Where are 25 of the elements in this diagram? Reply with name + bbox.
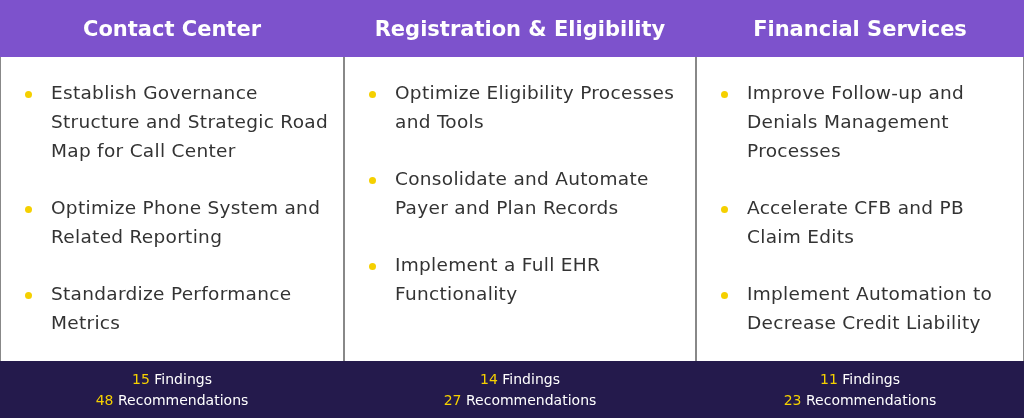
list-item-text: Optimize Phone System and Related Reporting [51, 196, 322, 249]
column-panel [344, 57, 696, 361]
list-item-text: Implement a Full EHR Functionality [395, 253, 602, 306]
column-panel [696, 57, 1024, 361]
list-item-text: Optimize Eligibility Processes and Tools [395, 81, 676, 134]
summary-count: 15 Findings [132, 369, 212, 389]
list-item-text: Establish Governance Structure and Strategic Road Map for Call Center [51, 81, 329, 163]
column-header [696, 0, 1024, 57]
column-header [0, 0, 344, 57]
list-item-text: Consolidate and Automate Payer and Plan Records [395, 167, 650, 220]
summary-footer [696, 361, 1024, 418]
header-title: Financial Services [753, 16, 967, 41]
summary-count: 23 Recommendations [783, 390, 937, 410]
summary-count: 27 Recommendations [443, 390, 597, 410]
list-item-text: Implement Automation to Decrease Credit Liability [747, 282, 994, 335]
list-item-text: Improve Follow-up and Denials Management Processes [747, 81, 966, 163]
summary-count: 11 Findings [820, 369, 900, 389]
header-title: Contact Center [82, 16, 261, 41]
summary-count: 14 Findings [480, 369, 560, 389]
list-item-text: Accelerate CFB and PB Claim Edits [747, 196, 965, 249]
summary-footer [0, 361, 344, 418]
column-panel [0, 57, 344, 361]
list-item-text: Standardize Performance Metrics [51, 282, 293, 335]
header-title: Registration & Eligibility [374, 16, 666, 41]
summary-count: 48 Recommendations [95, 390, 249, 410]
